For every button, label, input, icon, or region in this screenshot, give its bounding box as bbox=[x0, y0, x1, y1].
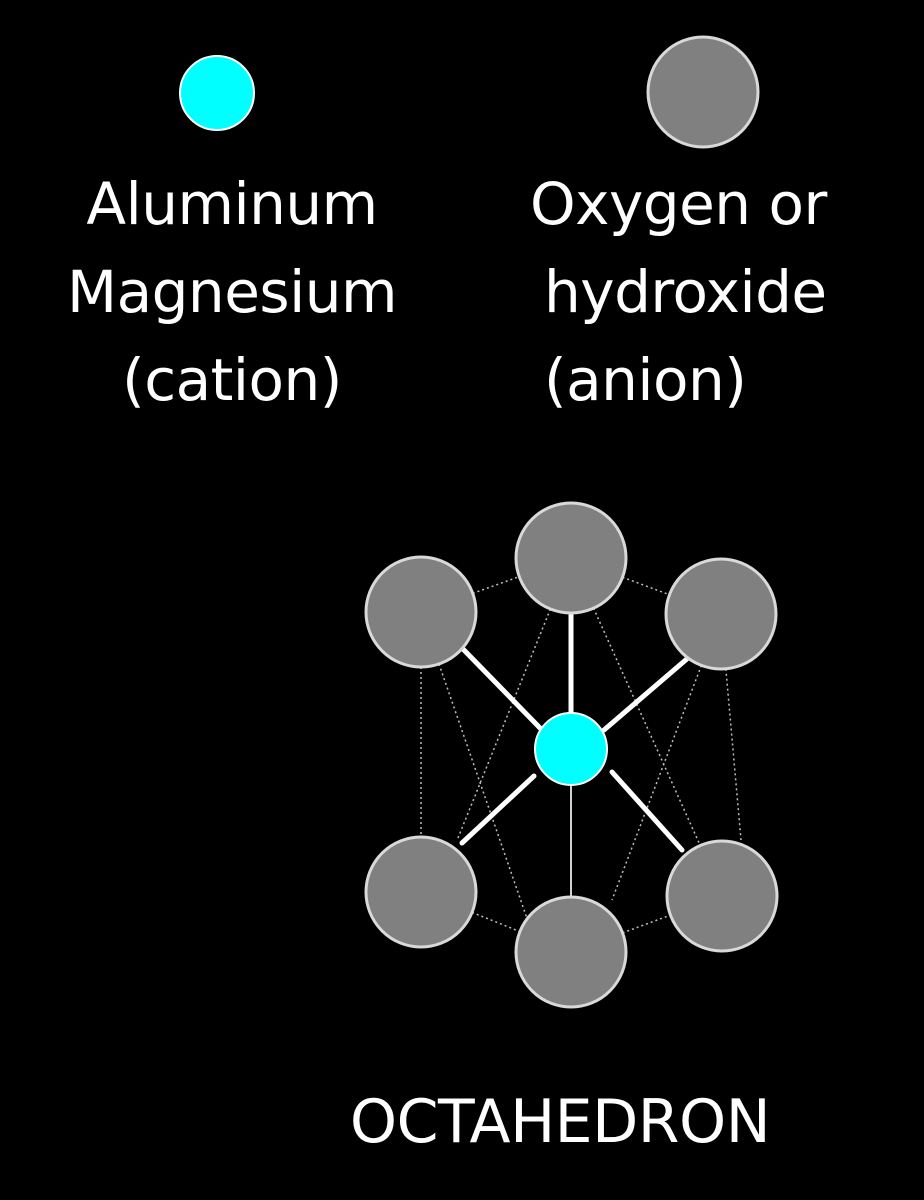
legend-anion-line-2: hydroxide bbox=[544, 258, 827, 326]
anion-atom-top-right bbox=[664, 557, 778, 671]
legend-anion-line-1: Oxygen or bbox=[530, 170, 827, 238]
legend-anion-label: Oxygen or hydroxide (anion) bbox=[530, 160, 827, 424]
diagram-caption: OCTAHEDRON bbox=[349, 1087, 771, 1157]
legend-cation-line-1: Aluminum bbox=[86, 170, 378, 238]
legend-cation-label: Aluminum Magnesium (cation) bbox=[0, 160, 464, 424]
octahedron-bonds bbox=[459, 609, 691, 853]
legend-anion-line-3: (anion) bbox=[544, 346, 747, 414]
octahedron-anions bbox=[364, 501, 779, 1009]
legend-anion-circle bbox=[646, 35, 760, 149]
anion-atom-bottom-left bbox=[364, 835, 478, 949]
legend-cation-line-2: Magnesium bbox=[67, 258, 397, 326]
legend-cation-circle bbox=[179, 55, 255, 131]
cation-atom-center bbox=[534, 712, 608, 786]
anion-atom-top bbox=[514, 501, 628, 615]
anion-atom-bottom-right bbox=[665, 839, 779, 953]
anion-atom-bottom bbox=[514, 895, 628, 1009]
anion-atom-top-left bbox=[364, 555, 478, 669]
legend-cation-line-3: (cation) bbox=[122, 346, 342, 414]
